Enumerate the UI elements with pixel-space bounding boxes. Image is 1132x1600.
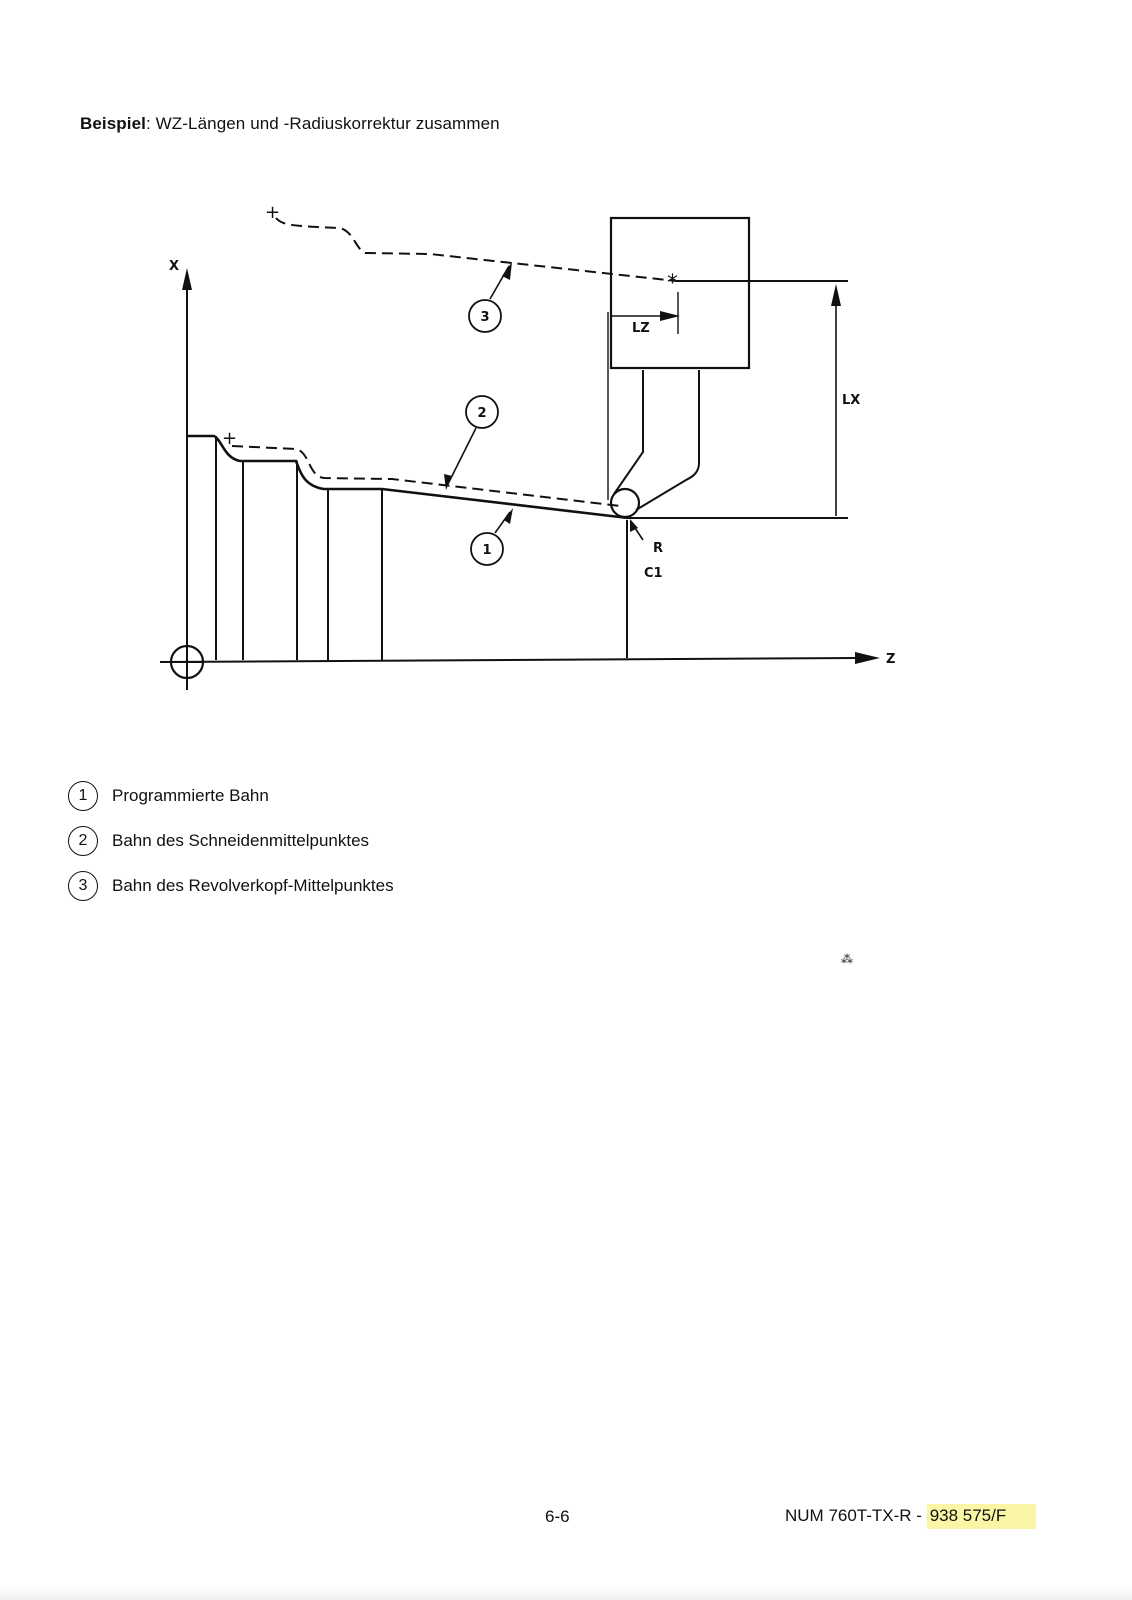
- tool-holder: [609, 216, 751, 370]
- r-label: R: [653, 541, 663, 556]
- scan-mark: ⁂: [841, 952, 853, 966]
- heading-text: : WZ-Längen und -Radiuskorrektur zusamme…: [146, 114, 500, 133]
- z-axis-arrow: [855, 652, 880, 664]
- example-heading: Beispiel: WZ-Längen und -Radiuskorrektur…: [80, 114, 500, 134]
- z-axis-label: Z: [886, 652, 895, 667]
- callout-2-number: 2: [477, 406, 486, 421]
- scan-edge: [0, 1584, 1132, 1600]
- callout-1-number: 1: [482, 543, 491, 558]
- svg-text:+: +: [265, 202, 280, 223]
- heading-label: Beispiel: [80, 114, 146, 133]
- c1-label: C1: [644, 566, 663, 581]
- legend-item: 1 Programmierte Bahn: [68, 773, 394, 818]
- lz-label: LZ: [632, 321, 650, 336]
- callout-1-circle: [470, 532, 504, 566]
- cutter-center-path: [231, 445, 621, 507]
- legend: 1 Programmierte Bahn 2 Bahn des Schneide…: [68, 773, 394, 908]
- legend-number: 2: [68, 825, 98, 856]
- programmed-path: [187, 434, 629, 520]
- legend-number: 3: [68, 870, 98, 901]
- document-reference: NUM 760T-TX-R - 938 575/F: [785, 1504, 1037, 1529]
- lx-label: LX: [842, 393, 860, 408]
- z-axis: [159, 657, 859, 663]
- document-reference-prefix: NUM 760T-TX-R -: [785, 1506, 927, 1525]
- svg-text:*: *: [667, 271, 678, 296]
- legend-item: 2 Bahn des Schneidenmittelpunktes: [68, 818, 394, 863]
- legend-text: Programmierte Bahn: [112, 785, 269, 805]
- callout-3-number: 3: [480, 310, 489, 325]
- legend-number: 1: [68, 780, 98, 811]
- tool-tip-circle: [609, 487, 641, 519]
- x-axis-arrow: [182, 268, 192, 290]
- svg-text:+: +: [222, 428, 237, 449]
- document-reference-code: 938 575/F: [926, 1504, 1037, 1529]
- tool-shank: [613, 370, 644, 495]
- callout-2-circle: [465, 395, 499, 429]
- page-number: 6-6: [545, 1507, 570, 1526]
- legend-text: Bahn des Revolverkopf-Mittelpunktes: [112, 875, 394, 895]
- callout-3-circle: [468, 299, 502, 333]
- legend-item: 3 Bahn des Revolverkopf-Mittelpunktes: [68, 863, 394, 908]
- x-axis-label: X: [169, 259, 179, 274]
- turret-center-path: [275, 217, 677, 282]
- legend-text: Bahn des Schneidenmittelpunktes: [112, 830, 370, 850]
